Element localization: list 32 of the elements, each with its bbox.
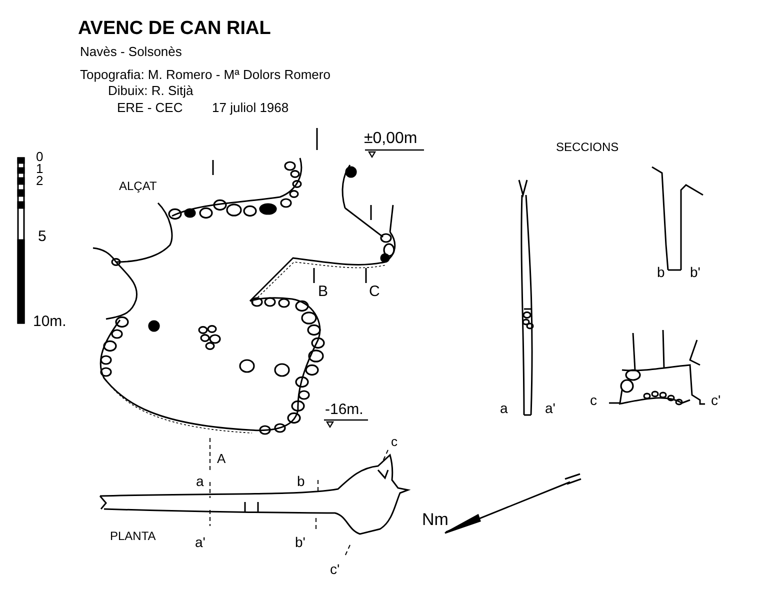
section-letter: b — [657, 265, 665, 279]
section-letter: c — [590, 393, 597, 407]
section-letter: C — [369, 284, 380, 299]
depth-label: ±0,00m — [364, 131, 418, 147]
view-label: PLANTA — [110, 530, 156, 542]
section-letter: c — [391, 435, 398, 448]
scale-number: 2 — [36, 174, 44, 187]
section-letter: b' — [690, 265, 700, 279]
credit-text: ERE - CEC — [117, 101, 183, 114]
scale-number: 5 — [38, 229, 46, 244]
date-text: 17 juliol 1968 — [212, 101, 289, 114]
section-letter: B — [318, 284, 328, 299]
scale-number: 10m. — [33, 314, 66, 329]
credit-text: Dibuix: R. Sitjà — [108, 84, 194, 97]
section-letter: A — [217, 452, 226, 465]
depth-label: -16m. — [325, 402, 364, 417]
view-label: ALÇAT — [119, 180, 157, 192]
section-heading: SECCIONS — [556, 141, 619, 153]
section-letter: c' — [330, 562, 340, 576]
section-letter: b' — [295, 535, 306, 549]
section-letter: a' — [545, 401, 556, 415]
north-label: Nm — [422, 511, 448, 528]
section-letter: a — [500, 401, 508, 415]
section-letter: a — [196, 474, 204, 488]
section-letter: a' — [195, 535, 206, 549]
section-letter: b — [297, 474, 305, 488]
section-letter: c' — [711, 393, 721, 407]
title: AVENC DE CAN RIAL — [78, 19, 271, 38]
location-text: Navès - Solsonès — [80, 45, 182, 58]
credit-text: Topografia: M. Romero - Mª Dolors Romero — [80, 68, 330, 81]
scale-number: 0 — [36, 150, 44, 163]
scale-number: 1 — [36, 162, 44, 175]
